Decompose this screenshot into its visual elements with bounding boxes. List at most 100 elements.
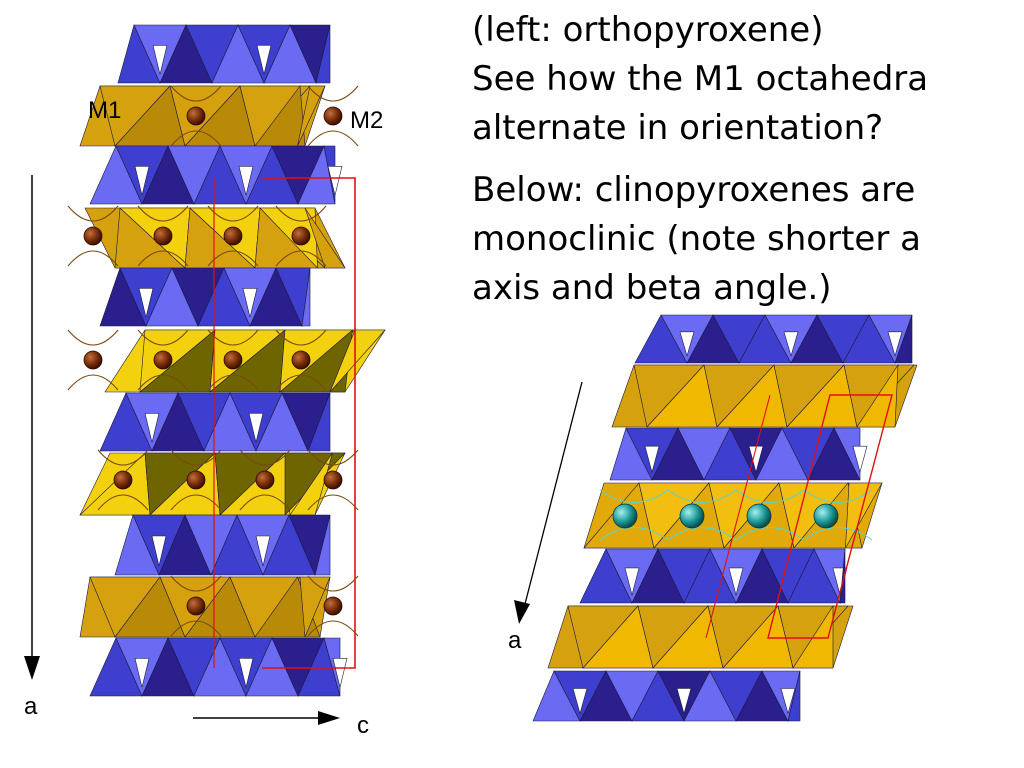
tetrahedron-gap <box>242 287 258 318</box>
unit-cell-edge <box>767 394 893 639</box>
m2-cation-sphere <box>113 470 133 490</box>
cation-bond <box>599 489 669 541</box>
unit-cell-edge <box>705 394 771 639</box>
tetrahedron-gap <box>134 657 150 688</box>
m2-cation-sphere <box>186 596 206 616</box>
tetrahedron <box>307 392 331 452</box>
m1-cation-sphere <box>813 503 839 529</box>
clino-cation-atoms <box>612 503 839 529</box>
tetrahedron <box>787 670 801 722</box>
unit-cell-edge <box>262 177 356 669</box>
m2-bond <box>97 449 149 511</box>
m2-cation-sphere <box>291 350 311 370</box>
m1-cation-sphere <box>679 503 705 529</box>
octahedron <box>304 207 346 269</box>
m2-cation-sphere <box>223 226 243 246</box>
m2-cation-sphere <box>83 226 103 246</box>
tetrahedron <box>314 514 331 576</box>
m2-bond <box>137 329 189 391</box>
caption-orthopyroxene: (left: orthopyroxene) See how the M1 oct… <box>472 6 928 153</box>
m2-label: M2 <box>350 107 383 134</box>
m2-bond <box>307 575 359 637</box>
tetrahedron-gap <box>644 445 660 474</box>
tetrahedron-gap <box>852 445 868 474</box>
m2-bond <box>137 205 189 267</box>
tetrahedron-gap <box>238 166 254 196</box>
m2-bond <box>170 449 222 511</box>
tetrahedron-gap <box>134 166 150 196</box>
octahedron <box>792 604 834 669</box>
octahedron <box>297 85 326 147</box>
m2-bond <box>67 329 119 391</box>
m2-bond <box>307 449 359 511</box>
m2-cation-sphere <box>186 470 206 490</box>
ortho-m2-bonds <box>67 85 359 637</box>
m2-bond <box>207 329 259 391</box>
ortho-axis-c-label: c <box>357 712 369 739</box>
tetrahedron-gap <box>728 567 744 597</box>
octahedron <box>299 576 331 638</box>
m2-cation-sphere <box>255 470 275 490</box>
m2-bond <box>170 575 222 637</box>
octahedron <box>329 329 386 393</box>
tetrahedron-gap <box>248 412 264 443</box>
caption-line: Below: clinopyroxenes are <box>472 170 916 210</box>
caption-line: alternate in orientation? <box>472 108 884 148</box>
tetrahedron <box>301 267 311 327</box>
tetrahedron-gap <box>780 688 796 715</box>
ortho-cation-atoms <box>83 106 343 616</box>
tetrahedron-gap <box>679 331 695 357</box>
ortho-axis-a-label: a <box>24 693 38 720</box>
caption-line: monoclinic (note shorter a <box>472 219 921 259</box>
m2-cation-sphere <box>223 350 243 370</box>
m2-bond <box>275 205 327 267</box>
m2-bond <box>275 329 327 391</box>
m2-cation-sphere <box>323 106 343 126</box>
orthopyroxene-structure <box>79 24 386 697</box>
tetrahedron <box>894 314 913 364</box>
tetrahedron-gap <box>151 535 167 567</box>
tetrahedron-gap <box>138 287 154 318</box>
tetrahedron-gap <box>887 331 903 357</box>
caption-line: axis and beta angle.) <box>472 268 832 308</box>
caption-line: (left: orthopyroxene) <box>472 10 824 50</box>
m2-bond <box>67 205 119 267</box>
m1-label: M1 <box>88 97 121 124</box>
m2-cation-sphere <box>186 106 206 126</box>
m2-bond <box>307 85 359 147</box>
tetrahedron-gap <box>572 688 588 715</box>
tetrahedron-gap <box>676 688 692 715</box>
m2-bond <box>239 449 291 511</box>
tetrahedron-gap <box>332 657 348 688</box>
m2-cation-sphere <box>153 350 173 370</box>
m1-cation-sphere <box>746 503 772 529</box>
caption-line: See how the M1 octahedra <box>472 59 929 99</box>
m2-cation-sphere <box>83 350 103 370</box>
clino-a-axis-arrow <box>514 381 583 624</box>
m2-bond <box>170 85 222 147</box>
m1-cation-sphere <box>612 503 638 529</box>
tetrahedron-gap <box>327 166 343 196</box>
m2-cation-sphere <box>323 596 343 616</box>
tetrahedron-gap <box>255 535 271 567</box>
tetrahedron-gap <box>256 44 272 75</box>
tetrahedron-gap <box>238 657 254 688</box>
tetrahedron-gap <box>144 412 160 443</box>
tetrahedron <box>315 24 331 84</box>
m2-cation-sphere <box>323 470 343 490</box>
cation-bond <box>667 489 737 541</box>
clinopyroxene-structure <box>532 314 918 722</box>
clino-axis-a-label: a <box>508 627 522 654</box>
caption-clinopyroxene: Below: clinopyroxenes are monoclinic (no… <box>472 166 921 313</box>
tetrahedron-gap <box>624 567 640 597</box>
m2-bond <box>207 205 259 267</box>
clino-unit-cell-outline <box>705 394 893 639</box>
ortho-a-axis-arrow <box>24 175 40 680</box>
tetrahedron-gap <box>152 44 168 75</box>
cation-bond <box>735 489 805 541</box>
m2-cation-sphere <box>291 226 311 246</box>
m2-cation-sphere <box>153 226 173 246</box>
ortho-c-axis-arrow <box>193 711 340 725</box>
tetrahedron-gap <box>783 331 799 357</box>
